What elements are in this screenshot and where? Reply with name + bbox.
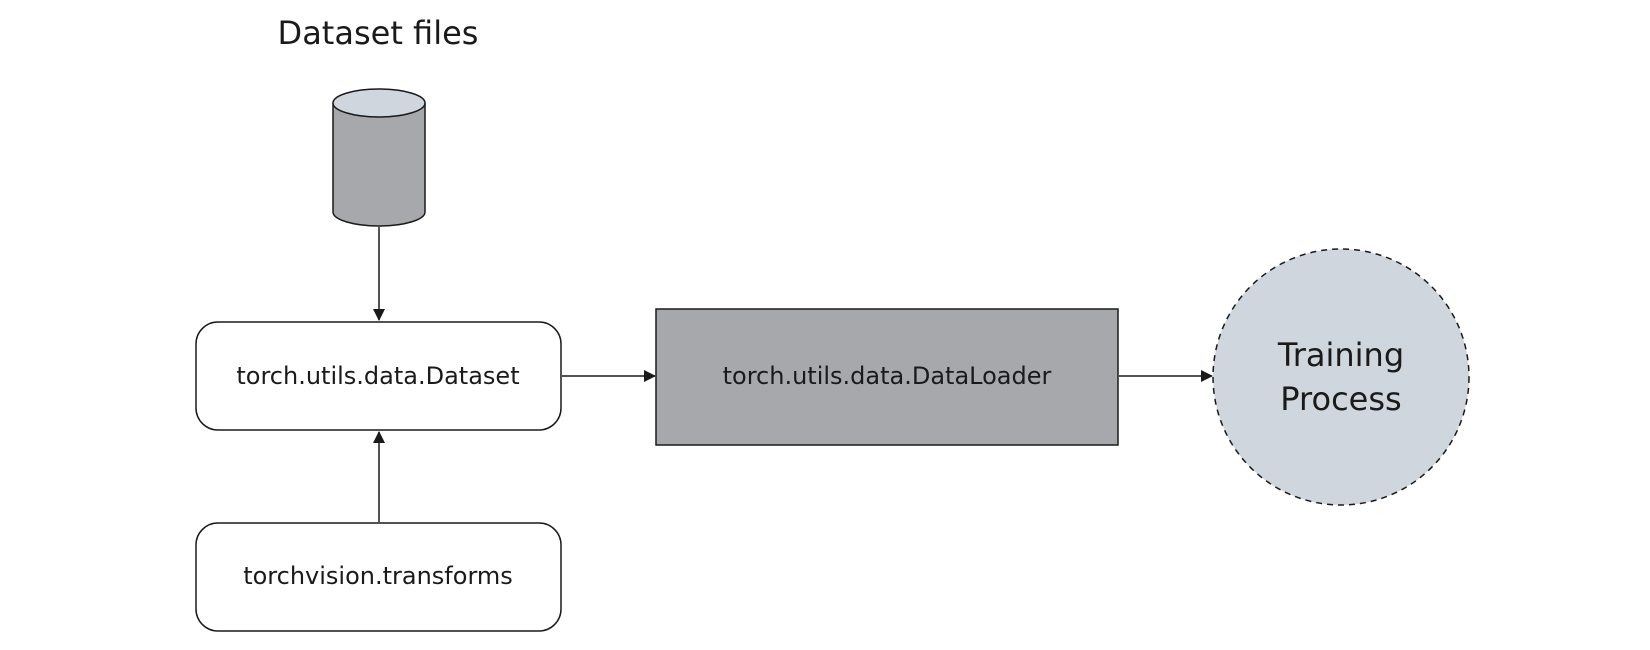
training-label-line1: Training — [1277, 336, 1404, 374]
dataloader-node: torch.utils.data.DataLoader — [655, 308, 1119, 446]
training-label-line2: Process — [1280, 380, 1401, 418]
dataset-label: torch.utils.data.Dataset — [236, 362, 519, 390]
dataset-node: torch.utils.data.Dataset — [195, 321, 562, 431]
training-process-node: Training Process — [1212, 248, 1470, 506]
database-cylinder-icon — [332, 88, 426, 227]
transforms-label: torchvision.transforms — [243, 562, 513, 590]
dataloader-label: torch.utils.data.DataLoader — [723, 362, 1052, 390]
transforms-node: torchvision.transforms — [195, 522, 562, 632]
storage-title: Dataset files — [278, 14, 479, 52]
